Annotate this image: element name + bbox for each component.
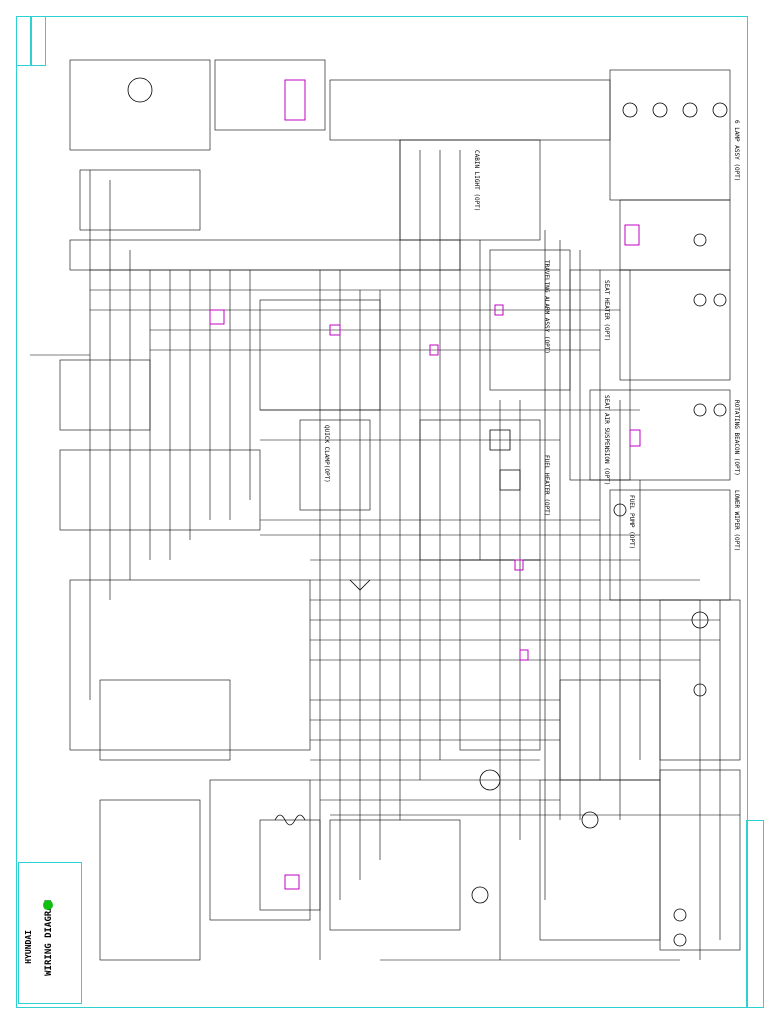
section-title-opt-seat-heater: SEAT HEATER (OPT) bbox=[603, 280, 610, 341]
section-title-opt-lamp: 6 LAMP ASSY (OPT) bbox=[733, 120, 740, 181]
section-title-opt-seat-air: SEAT AIR SUSPENSION (OPT) bbox=[603, 395, 610, 485]
section-title-opt-cabin: CABIN LIGHT (OPT) bbox=[473, 150, 480, 211]
section-title-opt-fuel-heater: FUEL HEATER (OPT) bbox=[543, 455, 550, 516]
section-title-opt-quick: QUICK CLAMP(OPT) bbox=[323, 425, 330, 483]
title-block bbox=[18, 862, 82, 1004]
outer-border bbox=[16, 16, 748, 1008]
section-title-opt-lower-wiper: LOWER WIPER (OPT) bbox=[733, 490, 740, 551]
revision-box-2 bbox=[30, 16, 46, 66]
section-title-opt-fuel-pump: FUEL PUMP (OPT) bbox=[628, 495, 635, 549]
revision-box bbox=[16, 16, 32, 66]
zone-strip bbox=[746, 820, 764, 1008]
section-title-opt-beacon: ROTATING BEACON (OPT) bbox=[733, 400, 740, 476]
section-title-opt-travel: TRAVELING ALARM ASSY (OPT) bbox=[543, 260, 550, 354]
